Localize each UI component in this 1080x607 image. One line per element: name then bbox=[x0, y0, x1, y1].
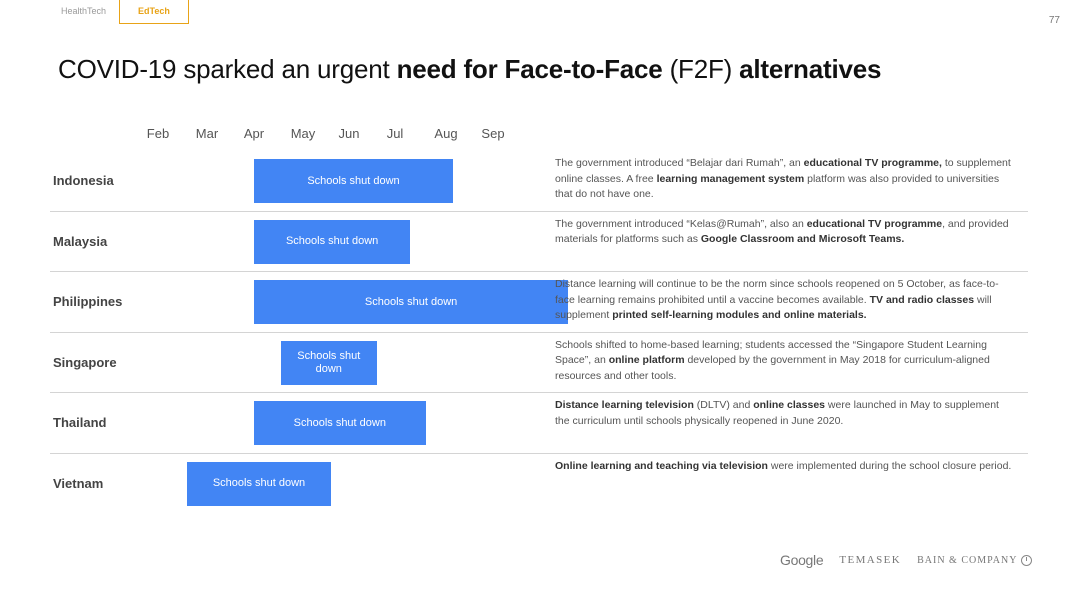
month-label-feb: Feb bbox=[146, 126, 170, 141]
bar-label: Schools shut down bbox=[297, 349, 361, 375]
description-text: will supplement bbox=[555, 293, 992, 322]
bar-thailand-shutdown: Schools shut down bbox=[254, 401, 426, 445]
description-bold-text: Online learning and teaching via televis… bbox=[555, 459, 768, 472]
description-text: platform was also provided to universiti… bbox=[555, 172, 1000, 201]
title-part-2: (F2F) bbox=[662, 54, 740, 84]
description-text: Distance learning will continue to be th… bbox=[555, 278, 999, 306]
month-label-may: May bbox=[290, 126, 316, 141]
tab-edtech[interactable]: EdTech bbox=[119, 0, 189, 24]
description-text: Schools shifted to home-based learning; … bbox=[555, 338, 987, 367]
description-text: to supplement online classes. A free bbox=[555, 157, 1011, 185]
description-bold-text: printed self-learning modules and online… bbox=[612, 309, 867, 321]
description-singapore: Schools shifted to home-based learning; … bbox=[555, 338, 1015, 385]
description-text: were implemented during the school closu… bbox=[767, 459, 1012, 472]
description-vietnam: Online learning and teaching via televis… bbox=[555, 459, 1015, 475]
month-label-jun: Jun bbox=[338, 126, 360, 141]
description-bold-text: educational TV programme bbox=[806, 217, 943, 230]
description-text: developed by the government in May 2018 … bbox=[555, 354, 990, 382]
description-bold-text: online platform bbox=[608, 354, 685, 366]
description-text: , and provided materials for platforms s… bbox=[555, 217, 1009, 246]
temasek-logo: TEMASEK bbox=[839, 554, 902, 566]
description-text: were launched in May to supplement the c… bbox=[555, 399, 999, 427]
page-number: 77 bbox=[1048, 15, 1060, 26]
slide-title: COVID-19 sparked an urgent need for Face… bbox=[58, 54, 881, 85]
country-label-malaysia: Malaysia bbox=[53, 233, 108, 249]
month-label-jul: Jul bbox=[386, 126, 404, 141]
bar-label: Schools shut down bbox=[364, 295, 458, 308]
row-divider bbox=[50, 331, 1028, 333]
bar-malaysia-reopening: Phased reopening bbox=[410, 220, 469, 264]
month-label-mar: Mar bbox=[195, 126, 219, 141]
bar-philippines-shutdown: Schools shut down bbox=[254, 280, 569, 324]
bar-indonesia-reopening: Phased reopening bbox=[453, 159, 568, 203]
footer-logos: Google TEMASEK BAIN & COMPANY bbox=[780, 549, 1033, 571]
tab-healthtech[interactable]: HealthTech bbox=[61, 6, 107, 16]
title-part-1: COVID-19 sparked an urgent bbox=[58, 54, 397, 84]
description-bold-text: TV and radio classes bbox=[869, 293, 975, 306]
bar-indonesia-shutdown: Schools shut down bbox=[254, 159, 454, 203]
row-divider bbox=[50, 452, 1028, 454]
month-label-apr: Apr bbox=[243, 126, 265, 141]
row-divider bbox=[50, 210, 1028, 212]
bar-singapore-shutdown: Schools shut down bbox=[280, 340, 377, 385]
description-bold-text: learning management system bbox=[656, 172, 805, 185]
google-logo: Google bbox=[780, 552, 824, 568]
section-tabs: HealthTech EdTech bbox=[48, 0, 189, 24]
bain-logo: BAIN & COMPANY bbox=[917, 554, 1018, 566]
row-divider bbox=[50, 392, 1028, 393]
month-label-sep: Sep bbox=[481, 126, 505, 141]
description-bold-text: Google Classroom and Microsoft Teams. bbox=[700, 233, 905, 245]
country-label-thailand: Thailand bbox=[53, 415, 107, 430]
bar-label: Schools shut down bbox=[285, 235, 379, 247]
bar-label: Schools shut down bbox=[307, 174, 400, 187]
month-label-aug: Aug bbox=[434, 126, 458, 141]
country-label-vietnam: Vietnam bbox=[53, 475, 104, 491]
title-bold-2: alternatives bbox=[739, 54, 882, 84]
bar-label: Schools shut down bbox=[293, 416, 386, 429]
bain-mark-icon bbox=[1021, 554, 1033, 566]
country-label-singapore: Singapore bbox=[53, 354, 117, 370]
description-bold-text: educational TV programme, bbox=[803, 157, 942, 169]
description-bold-text: online classes bbox=[753, 399, 826, 411]
country-label-philippines: Philippines bbox=[53, 294, 123, 309]
bar-label: Phased reopening bbox=[465, 174, 556, 187]
title-bold-1: need for Face-to-Face bbox=[396, 54, 663, 84]
description-text: (DLTV) and bbox=[693, 399, 754, 411]
description-text: The government introduced “Kelas@Rumah”,… bbox=[555, 217, 807, 230]
bar-malaysia-shutdown: Schools shut down bbox=[254, 219, 411, 264]
description-text: The government introduced “Belajar dari … bbox=[555, 157, 804, 169]
description-bold-text: Distance learning television bbox=[555, 399, 694, 411]
country-label-indonesia: Indonesia bbox=[53, 173, 114, 188]
row-divider bbox=[50, 271, 1028, 272]
description-thailand: Distance learning television (DLTV) and … bbox=[555, 398, 1015, 429]
bar-vietnam-shutdown: Schools shut down bbox=[187, 461, 331, 506]
bar-label: Schools shut down bbox=[212, 477, 306, 489]
description-malaysia: The government introduced “Kelas@Rumah”,… bbox=[555, 217, 1015, 248]
bar-label: Phased reopening bbox=[415, 228, 465, 254]
description-philippines: Distance learning will continue to be th… bbox=[555, 277, 1015, 324]
description-indonesia: The government introduced “Belajar dari … bbox=[555, 156, 1015, 203]
